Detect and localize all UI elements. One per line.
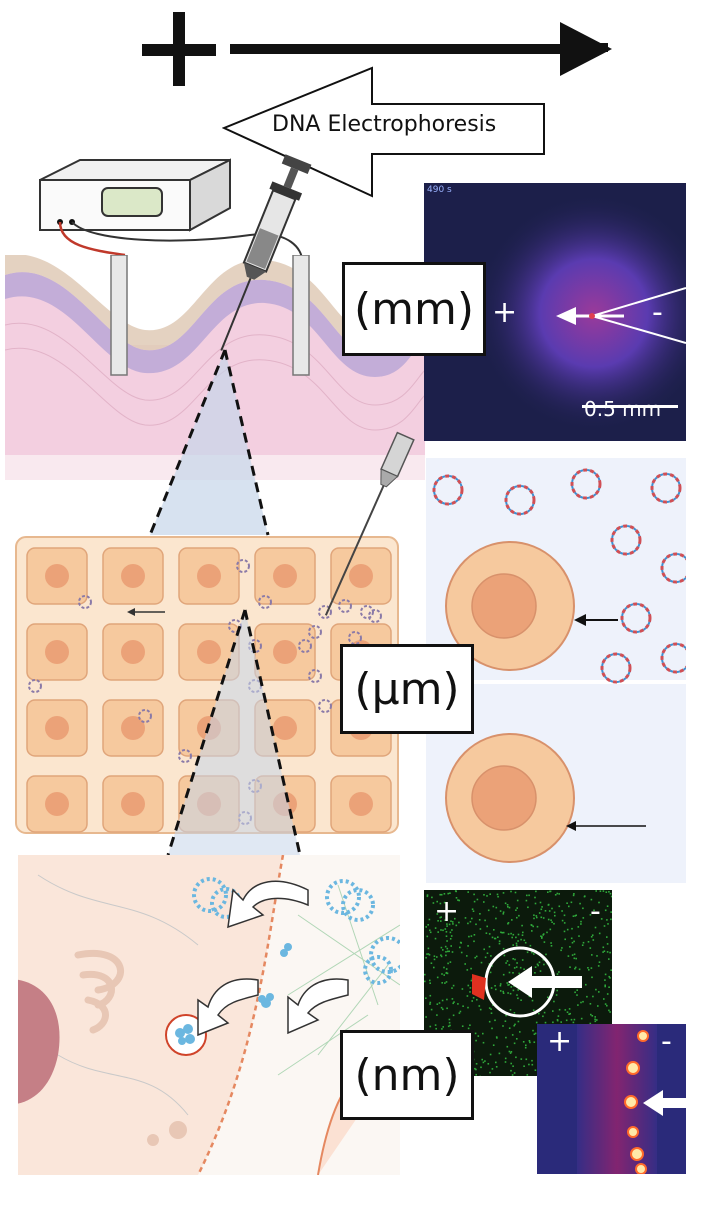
mm-positive-label: + — [492, 295, 518, 330]
power-supply-illustration — [39, 158, 303, 261]
mm-scalebar-label: 0.5 mm — [584, 397, 662, 421]
polarity-arrow-diagram — [142, 12, 612, 86]
nm-bottom-negative-label: - — [661, 1024, 672, 1059]
scale-label-mm: (mm) — [342, 262, 486, 356]
scale-label-um: (µm) — [340, 644, 474, 734]
needle-illustration — [324, 431, 415, 616]
electrophoresis-label: DNA Electrophoresis — [272, 112, 497, 137]
syringe-illustration — [220, 154, 312, 351]
nm-bottom-positive-label: + — [547, 1024, 573, 1059]
zoom-cone-middle — [166, 609, 302, 856]
cell-membrane-illustration — [18, 855, 400, 1175]
scale-label-nm: (nm) — [340, 1030, 474, 1120]
nm-top-negative-label: - — [590, 894, 601, 929]
mm-negative-label: - — [652, 295, 663, 330]
nm-top-positive-label: + — [434, 894, 460, 929]
mm-timestamp: 490 s — [427, 185, 452, 195]
nm-purple-panel: + - — [537, 1024, 686, 1174]
zoom-cone-top — [148, 349, 270, 536]
